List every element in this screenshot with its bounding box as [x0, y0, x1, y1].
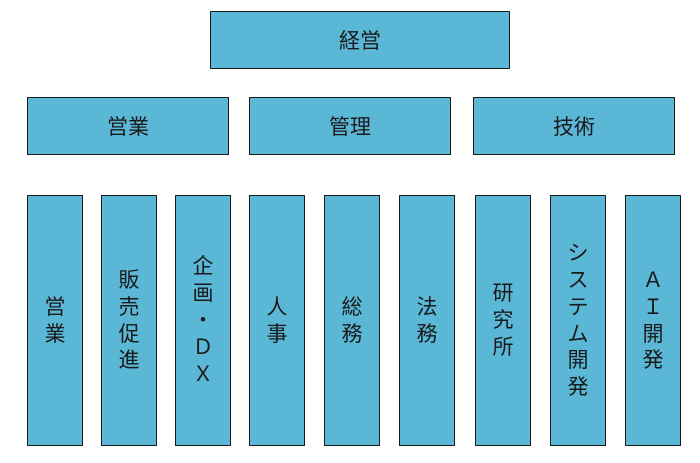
- department-label-char: 画: [192, 281, 214, 306]
- department-label-char: 開: [642, 321, 664, 346]
- department-label-char: 営: [44, 294, 66, 319]
- top-box-executive: 経営: [210, 11, 510, 69]
- department-label-char: Ｉ: [642, 294, 664, 319]
- division-box-admin: 管理: [249, 97, 451, 155]
- department-label-char: 人: [266, 294, 288, 319]
- department-box-hr: 人事: [249, 195, 305, 446]
- department-label-char: ム: [567, 321, 589, 346]
- department-label-char: テ: [567, 294, 589, 319]
- department-label-char: 開: [567, 348, 589, 373]
- department-label-char: 促: [118, 321, 140, 346]
- department-label-char: 究: [492, 308, 514, 333]
- department-label: 営業: [45, 294, 66, 348]
- department-label-char: 進: [118, 348, 140, 373]
- department-label-char: 売: [118, 294, 140, 319]
- department-label-char: 発: [642, 348, 664, 373]
- department-label: システム開発: [568, 240, 589, 401]
- department-label-char: Ｘ: [192, 361, 214, 386]
- top-box-label: 経営: [339, 29, 381, 53]
- department-label-char: Ａ: [642, 267, 664, 292]
- department-box-sales: 営業: [27, 195, 83, 446]
- department-box-promo: 販売促進: [101, 195, 157, 446]
- division-label: 技術: [553, 115, 595, 139]
- department-label-char: 務: [416, 321, 438, 346]
- department-label-char: 研: [492, 281, 514, 306]
- division-label: 営業: [107, 115, 149, 139]
- division-box-tech: 技術: [473, 97, 675, 155]
- department-label: 研究所: [493, 280, 514, 361]
- division-label: 管理: [329, 115, 371, 139]
- department-label-char: ・: [192, 308, 214, 333]
- department-label-char: ス: [567, 267, 589, 292]
- department-label-char: 所: [492, 334, 514, 359]
- department-label-char: 企: [192, 254, 214, 279]
- department-box-sysdev: システム開発: [550, 195, 606, 446]
- department-label: 人事: [267, 294, 288, 348]
- department-label: 法務: [417, 294, 438, 348]
- department-box-general: 総務: [324, 195, 380, 446]
- department-label-char: 発: [567, 375, 589, 400]
- department-label-char: 務: [341, 321, 363, 346]
- department-label-char: 法: [416, 294, 438, 319]
- department-label-char: Ｄ: [192, 334, 214, 359]
- department-box-lab: 研究所: [475, 195, 531, 446]
- department-label-char: 販: [118, 267, 140, 292]
- department-box-legal: 法務: [399, 195, 455, 446]
- department-label: 販売促進: [119, 267, 140, 375]
- division-box-sales: 営業: [27, 97, 229, 155]
- department-label-char: シ: [567, 240, 589, 265]
- department-label: 総務: [342, 294, 363, 348]
- department-label-char: 総: [341, 294, 363, 319]
- department-label-char: 事: [266, 321, 288, 346]
- department-label-char: 業: [44, 321, 66, 346]
